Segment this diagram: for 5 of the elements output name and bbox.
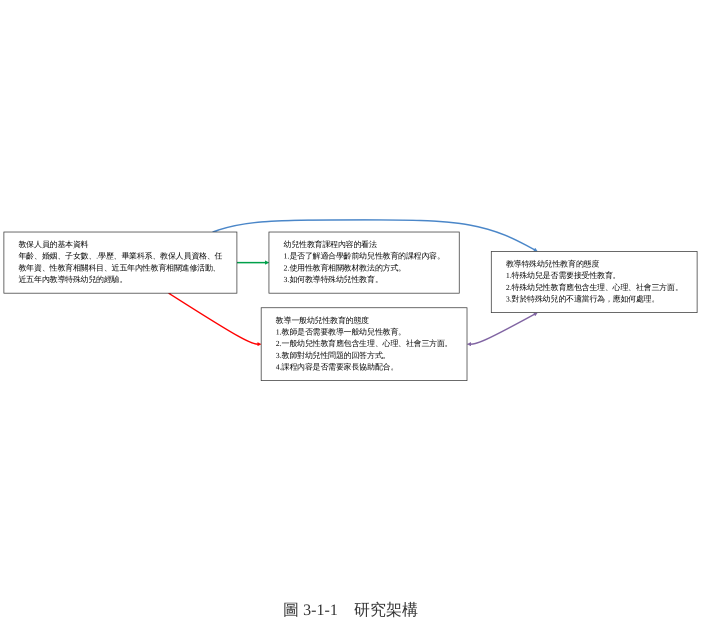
- arrow: [212, 218, 538, 252]
- arrow: [168, 292, 262, 346]
- figure-caption: 圖 3-1-1 研究架構: [282, 600, 419, 621]
- arrow: [236, 260, 270, 264]
- arrow: [467, 312, 538, 346]
